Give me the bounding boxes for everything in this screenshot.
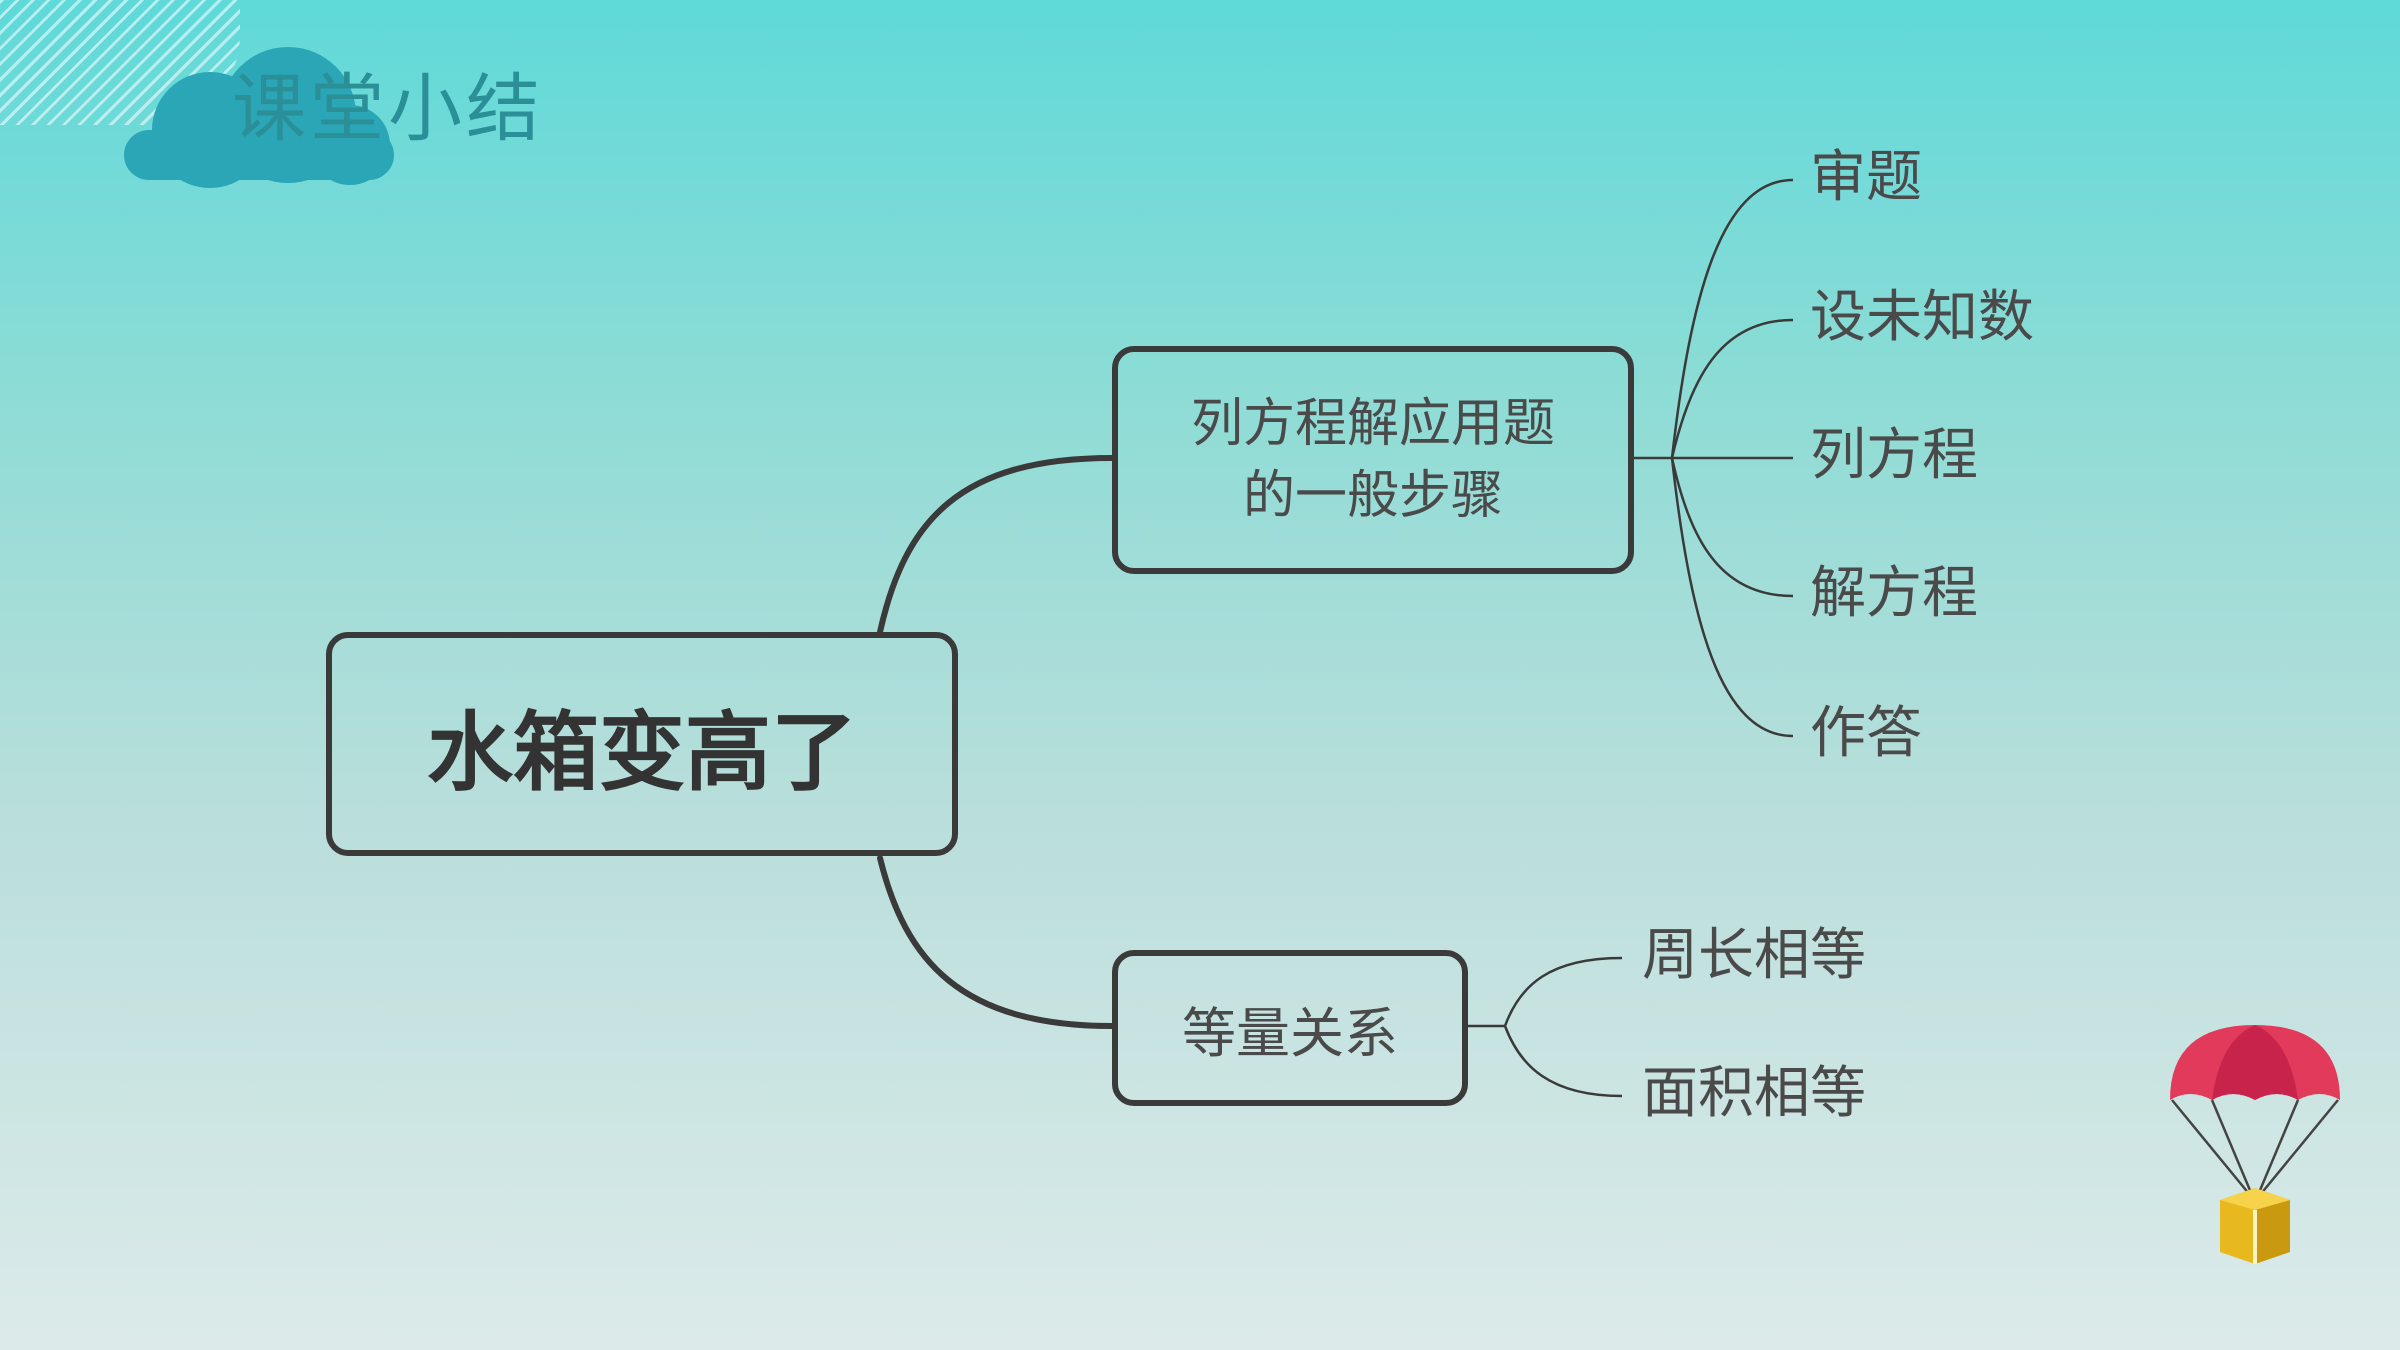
cloud-icon bbox=[124, 47, 394, 188]
connector-leaf-5 bbox=[1670, 457, 1794, 738]
branch-label-relation: 等量关系 bbox=[1182, 1001, 1398, 1065]
parachute-gift-icon bbox=[2170, 1025, 2340, 1264]
connector-leaf-4 bbox=[1670, 457, 1794, 598]
branch-node-relation: 等量关系 bbox=[1112, 950, 1468, 1106]
connector-root-steps bbox=[877, 455, 1115, 635]
branch-label-line-1: 列方程解应用题 bbox=[1190, 394, 1555, 454]
leaf-node: 列方程 bbox=[1810, 423, 1978, 488]
connector-leaf-1 bbox=[1670, 178, 1794, 459]
slide-title: 课堂小结 bbox=[232, 66, 544, 152]
connector-leaf-6 bbox=[1503, 956, 1623, 1027]
connector-leaf-2 bbox=[1670, 318, 1794, 459]
leaf-node: 设未知数 bbox=[1810, 285, 2034, 350]
leaf-node: 周长相等 bbox=[1642, 923, 1866, 988]
leaf-node: 审题 bbox=[1810, 145, 1922, 210]
connector-root-relation bbox=[877, 855, 1115, 1029]
root-label: 水箱变高了 bbox=[427, 702, 857, 803]
leaf-node: 面积相等 bbox=[1642, 1061, 1866, 1126]
connector-leaf-7 bbox=[1503, 1025, 1623, 1098]
branch-label-line-2: 的一般步骤 bbox=[1242, 466, 1503, 526]
root-node: 水箱变高了 bbox=[326, 632, 958, 856]
branch-node-steps: 列方程解应用题 的一般步骤 bbox=[1112, 346, 1634, 574]
leaf-node: 作答 bbox=[1810, 701, 1922, 766]
leaf-node: 解方程 bbox=[1810, 561, 1978, 626]
